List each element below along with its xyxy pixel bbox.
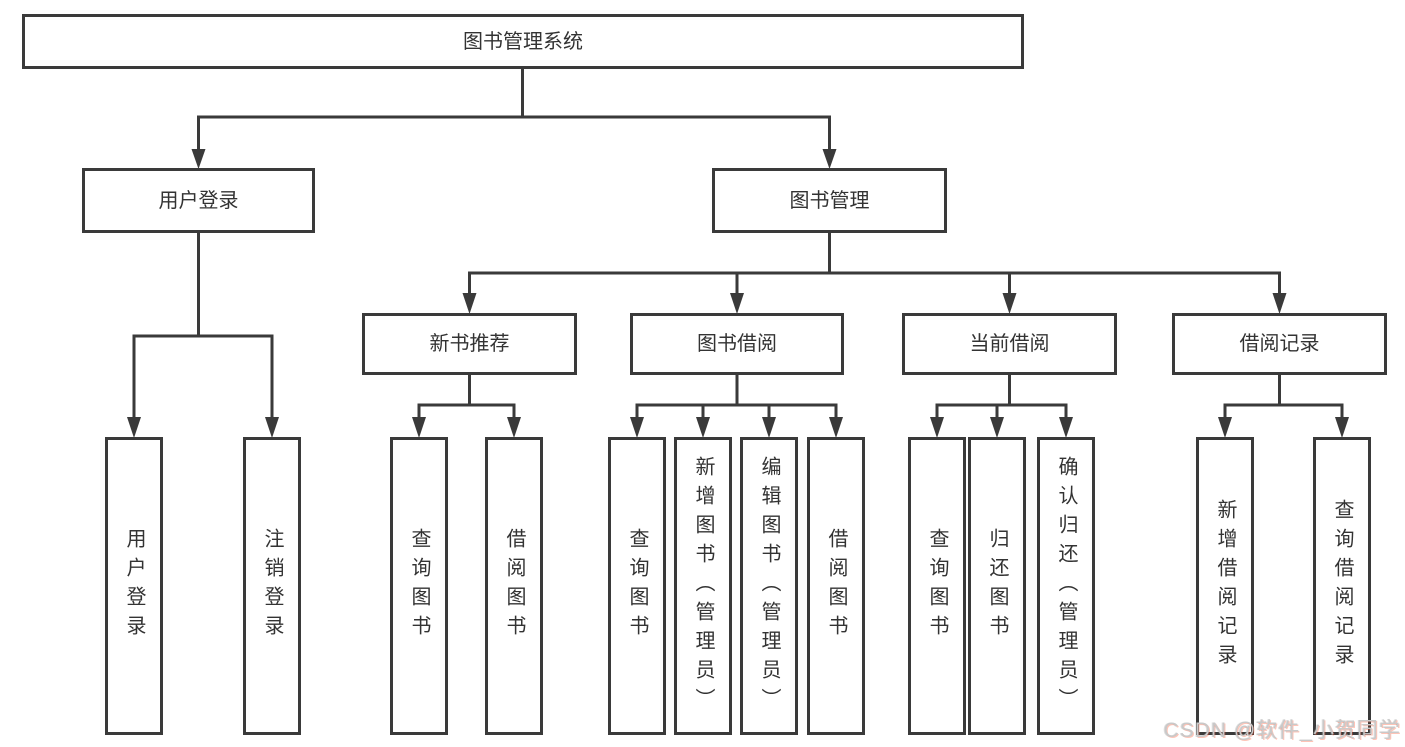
leaf-record-query: 查询借阅记录 bbox=[1313, 437, 1371, 735]
leaf-user-logout: 注销登录 bbox=[243, 437, 301, 735]
leaf-record-add: 新增借阅记录 bbox=[1196, 437, 1254, 735]
leaf-borrow-edit-book-admin: 编辑图书（管理员） bbox=[740, 437, 798, 735]
node-book-management: 图书管理 bbox=[712, 168, 947, 233]
node-current-borrow: 当前借阅 bbox=[902, 313, 1117, 375]
leaf-borrow-borrow-book: 借阅图书 bbox=[807, 437, 865, 735]
leaf-current-query-book: 查询图书 bbox=[908, 437, 966, 735]
node-user-login: 用户登录 bbox=[82, 168, 315, 233]
leaf-borrow-query-book: 查询图书 bbox=[608, 437, 666, 735]
leaf-current-return-book: 归还图书 bbox=[968, 437, 1026, 735]
leaf-newbook-borrow-book: 借阅图书 bbox=[485, 437, 543, 735]
leaf-borrow-add-book-admin: 新增图书（管理员） bbox=[674, 437, 732, 735]
node-root: 图书管理系统 bbox=[22, 14, 1024, 69]
leaf-current-confirm-return-admin: 确认归还（管理员） bbox=[1037, 437, 1095, 735]
leaf-user-login: 用户登录 bbox=[105, 437, 163, 735]
node-book-borrow: 图书借阅 bbox=[630, 313, 844, 375]
leaf-newbook-query-book: 查询图书 bbox=[390, 437, 448, 735]
node-borrow-record: 借阅记录 bbox=[1172, 313, 1387, 375]
node-new-book-recommend: 新书推荐 bbox=[362, 313, 577, 375]
